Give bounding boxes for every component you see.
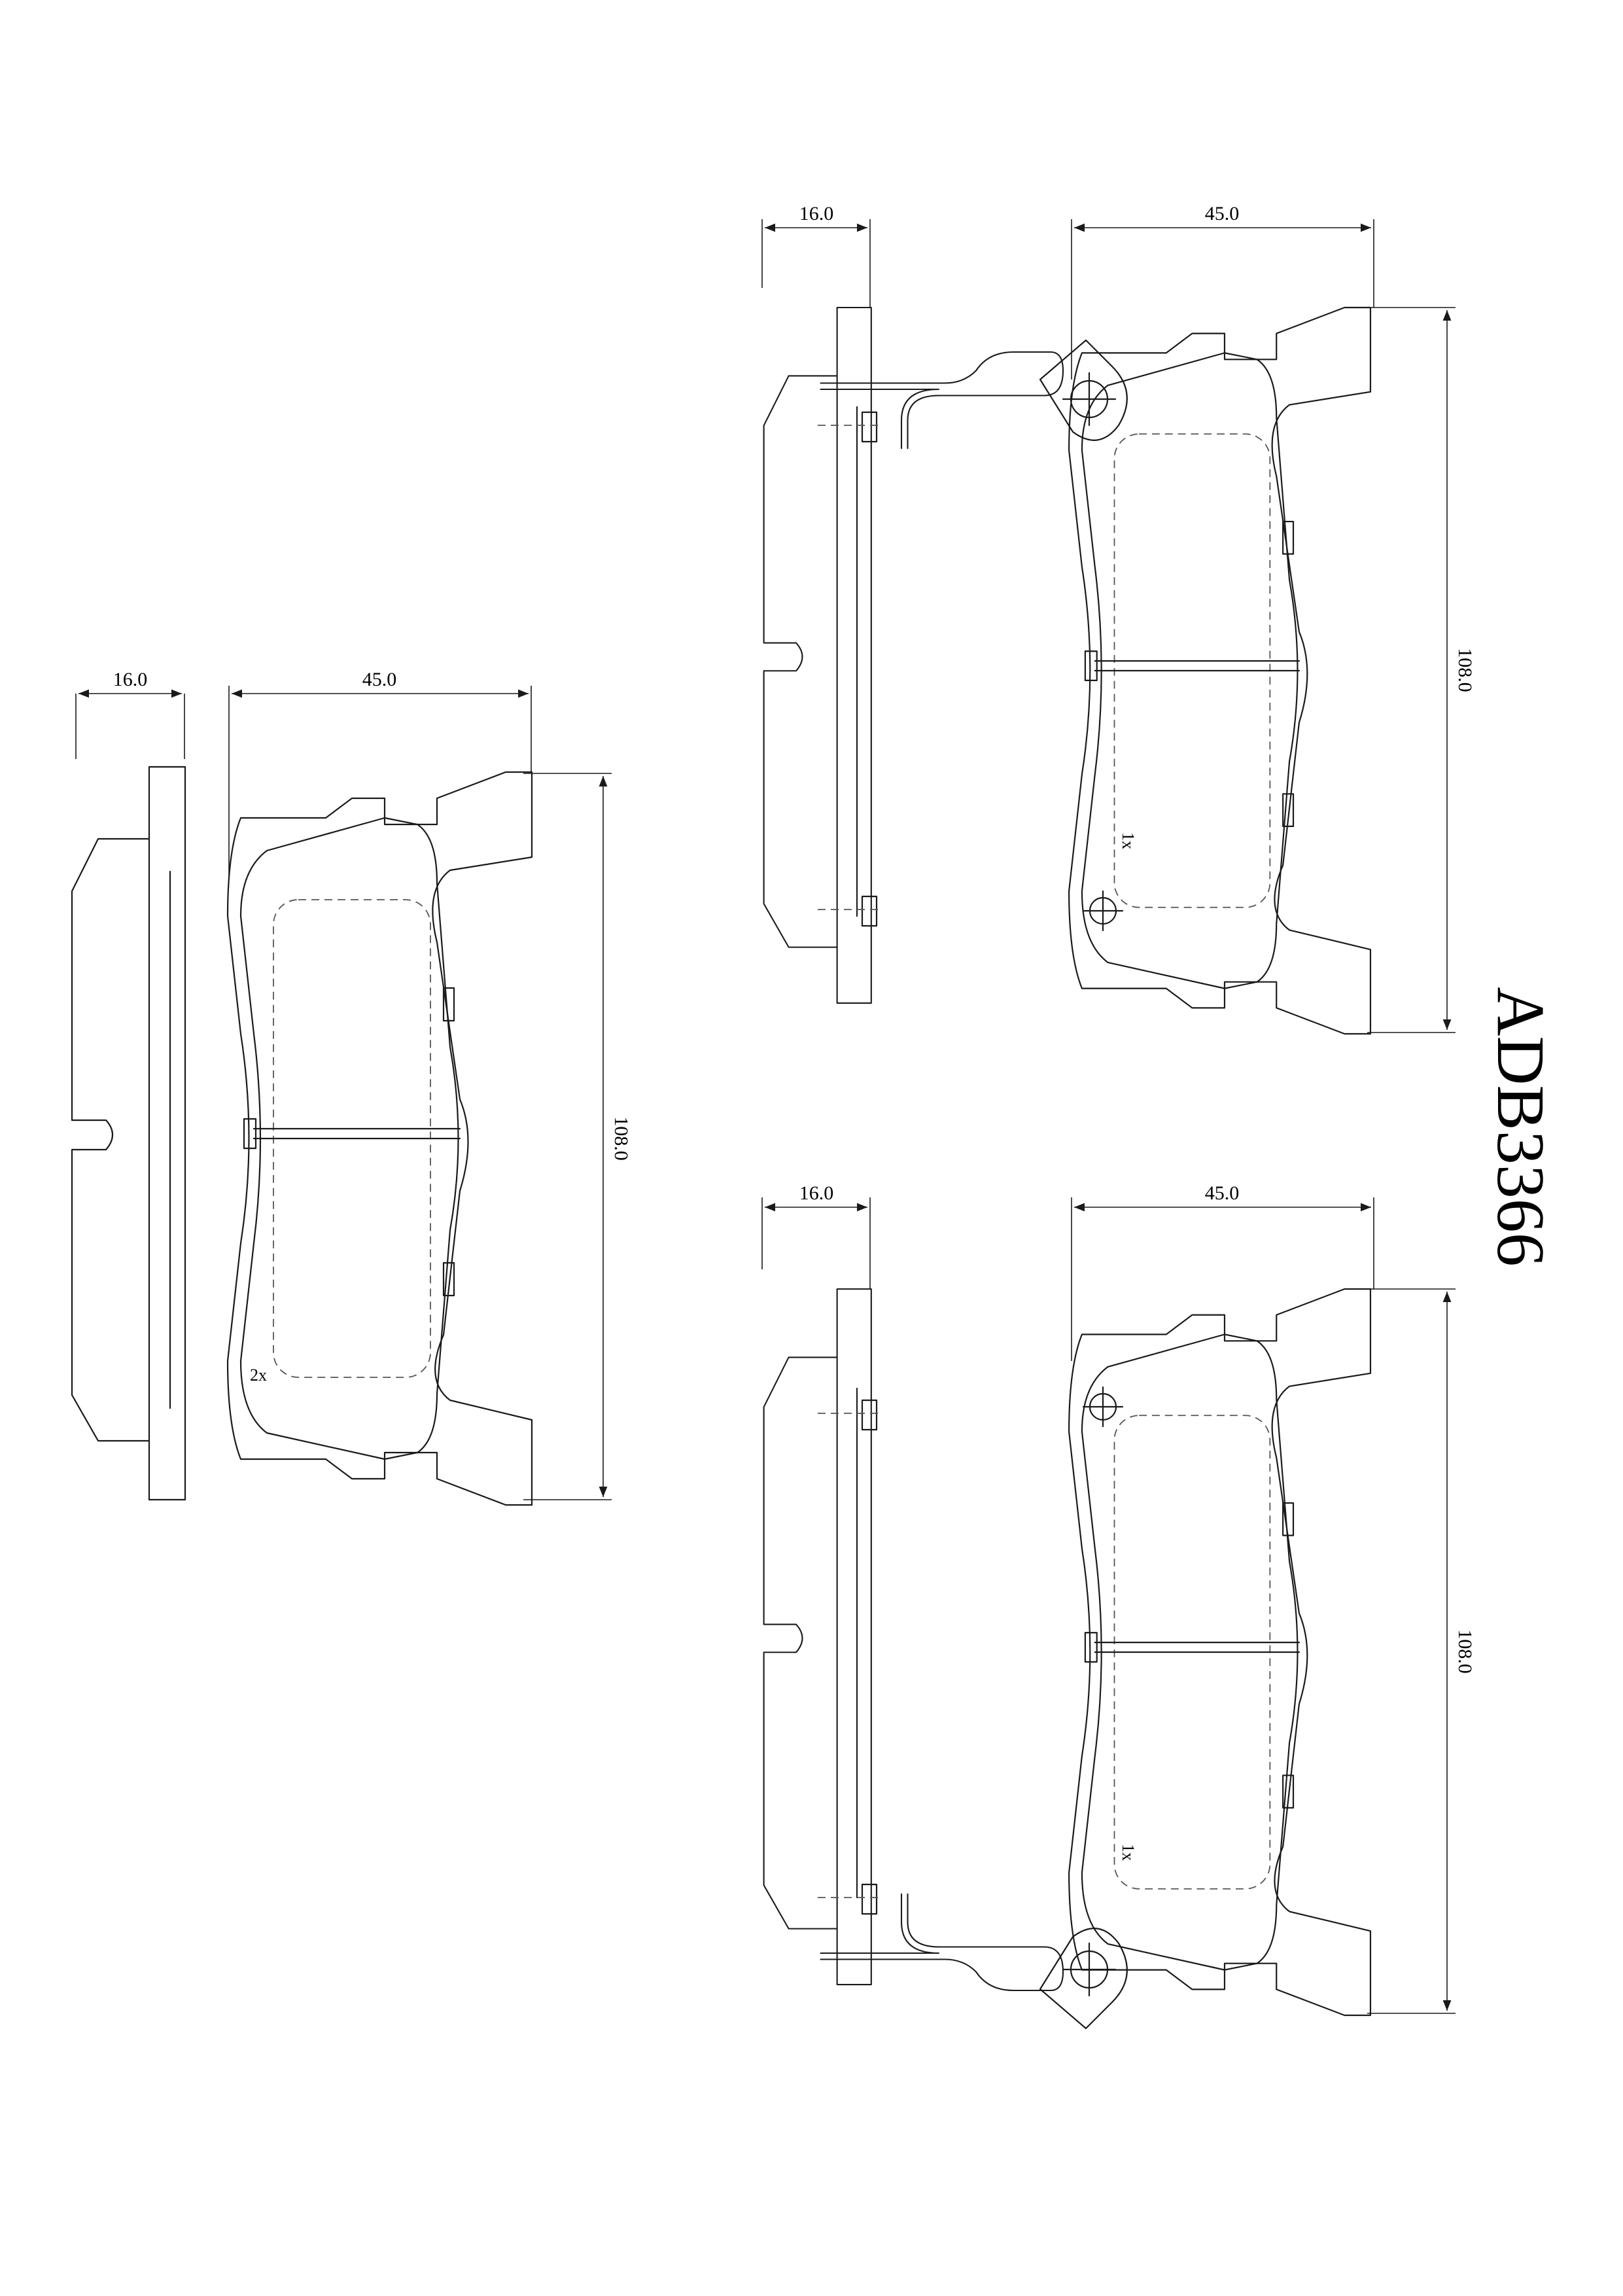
upper-face-view [1068, 306, 1372, 1035]
left-width-label: 45.0 [362, 669, 397, 690]
upper-thickness-dimension: 16.0 [761, 203, 871, 308]
left-face-view [226, 771, 533, 1506]
upper-length-label: 108.0 [1454, 648, 1476, 692]
upper-pad-group: 16.0 45.0 108.0 1x [761, 203, 1476, 1035]
lower-length-dimension: 108.0 [1367, 1288, 1476, 2014]
lower-side-view [763, 1288, 872, 1986]
lower-quantity-label: 1x [1119, 1844, 1138, 1861]
upper-side-view [763, 306, 872, 1004]
lower-plate-clips [818, 1399, 883, 1915]
left-quantity-label: 2x [250, 1366, 267, 1385]
lower-face-view [1068, 1288, 1372, 2017]
lower-pin-ear [1039, 1928, 1128, 2030]
upper-lower-pin-hole [1082, 890, 1124, 932]
lower-length-label: 108.0 [1454, 1629, 1476, 1674]
left-pad-group: 16.0 45.0 108.0 2x [71, 669, 632, 1506]
lower-pad-group: 16.0 45.0 108.0 [761, 1182, 1476, 2030]
upper-width-label: 45.0 [1205, 203, 1240, 224]
left-side-view [71, 766, 186, 1501]
lower-upper-pin-hole [1082, 1386, 1124, 1428]
left-length-label: 108.0 [610, 1116, 632, 1161]
upper-plate-clips [818, 411, 883, 927]
lower-width-label: 45.0 [1205, 1182, 1240, 1204]
left-width-dimension: 45.0 [228, 669, 532, 877]
left-thickness-dimension: 16.0 [75, 669, 185, 759]
lower-width-dimension: 45.0 [1071, 1182, 1374, 1361]
left-thickness-label: 16.0 [113, 669, 148, 690]
upper-thickness-label: 16.0 [799, 203, 834, 224]
lower-thickness-label: 16.0 [799, 1182, 834, 1204]
left-length-dimension: 108.0 [523, 773, 632, 1500]
lower-wire-spring [820, 1893, 1064, 1992]
lower-thickness-dimension: 16.0 [761, 1182, 871, 1289]
upper-length-dimension: 108.0 [1367, 307, 1476, 1033]
part-code: ADB3366 [1483, 987, 1558, 1267]
upper-quantity-label: 1x [1119, 832, 1138, 849]
